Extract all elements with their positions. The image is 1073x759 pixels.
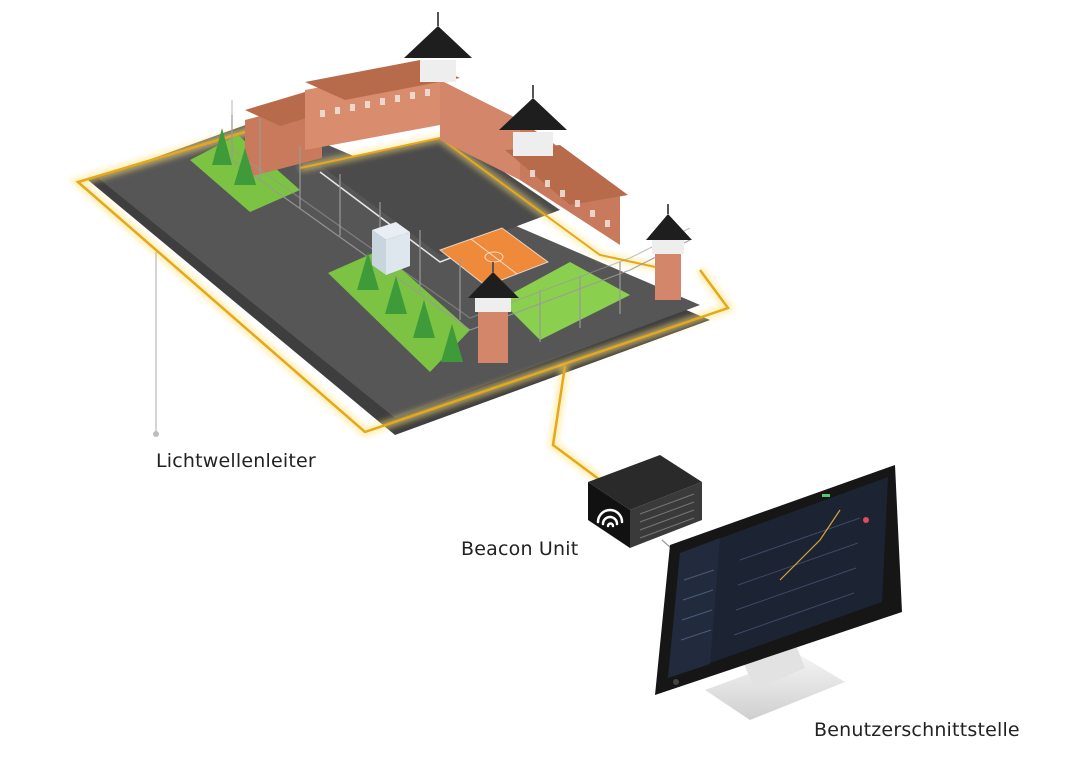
conifer-tree-icon — [212, 128, 463, 362]
basketball-court — [438, 227, 550, 287]
user-interface-label: Benutzerschnittstelle — [814, 719, 1020, 741]
beacon-unit — [588, 455, 702, 548]
watchtowers — [404, 12, 692, 363]
fiber-optic-perimeter — [68, 121, 736, 438]
perimeter-fence — [231, 100, 691, 342]
fiber-optic-label: Lichtwellenleiter — [156, 450, 316, 472]
beacon-unit-label: Beacon Unit — [461, 538, 579, 560]
monitor — [655, 465, 902, 720]
prison-buildings — [245, 60, 628, 245]
fiber-label-leader — [153, 252, 159, 437]
guard-post — [372, 222, 410, 275]
wifi-arches-icon — [596, 508, 624, 528]
fiber-link-to-beacon — [548, 365, 603, 484]
